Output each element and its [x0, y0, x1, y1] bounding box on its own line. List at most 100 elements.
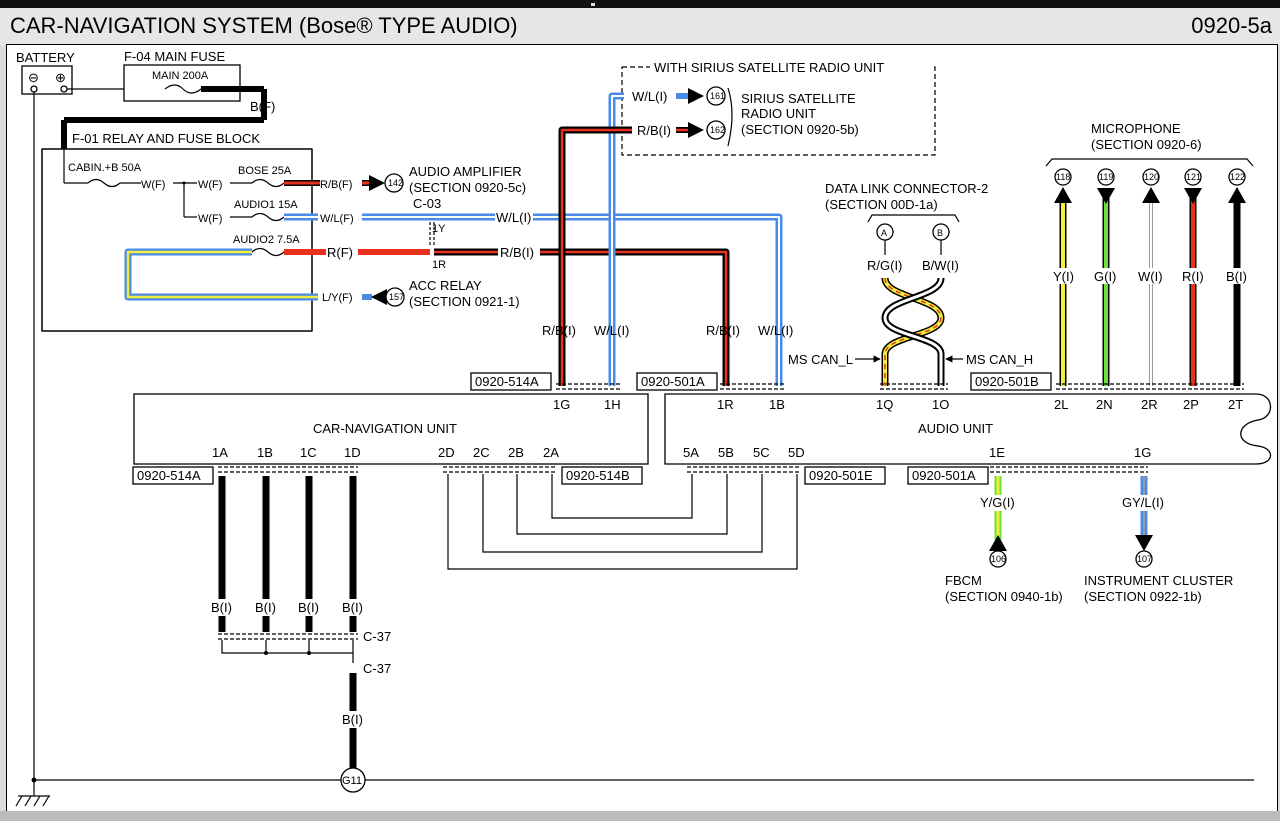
top-bezel — [0, 0, 1280, 8]
audio-bottom-connector-e: 0920-501E — [809, 468, 873, 483]
battery-terminal-plus — [60, 85, 68, 93]
fbcm-pin: 106 — [991, 554, 1006, 564]
cluster-section: (SECTION 0922-1b) — [1084, 589, 1202, 604]
fuse-bose-label: BOSE 25A — [238, 165, 292, 177]
cluster-pin: 107 — [1137, 554, 1152, 564]
audio-pin-1o: 1O — [932, 397, 949, 412]
sirius-rb-label: R/B(I) — [637, 123, 671, 138]
acc-arrow-icon — [371, 289, 387, 305]
sirius-pin-rb: 162 — [710, 125, 725, 135]
mic-pins: 118 119 120 121 122 — [1054, 168, 1246, 186]
amp-section: (SECTION 0920-5c) — [409, 180, 526, 195]
title-bar — [0, 8, 1280, 46]
main-fuse-title: F-04 MAIN FUSE — [124, 49, 225, 64]
battery-terminal-minus — [30, 85, 38, 93]
wire-lyf-label: L/Y(F) — [322, 292, 353, 304]
nav-unit-name: CAR-NAVIGATION UNIT — [313, 421, 457, 436]
acc-section: (SECTION 0921-1) — [409, 294, 520, 309]
dlc-pin-b: B — [937, 228, 943, 238]
mic-section: (SECTION 0920-6) — [1091, 137, 1202, 152]
wire-wlf-label: W/L(F) — [320, 213, 354, 225]
nav-pin-2c: 2C — [473, 445, 490, 460]
audio-1b-wire-label: W/L(I) — [758, 323, 793, 338]
audio-pin-5d: 5D — [788, 445, 805, 460]
audio-pin-2t: 2T — [1228, 397, 1243, 412]
fuse-audio2-label: AUDIO2 7.5A — [233, 234, 300, 246]
nav-bottom-connector-a: 0920-514A — [137, 468, 201, 483]
can-h-wire — [883, 277, 943, 386]
audio-pin-1b: 1B — [769, 397, 785, 412]
nav-pin-1a: 1A — [212, 445, 228, 460]
gnd-wire-1b: B(I) — [255, 600, 276, 615]
audio-unit-box — [664, 393, 1272, 465]
can-h-label: MS CAN_H — [966, 352, 1033, 367]
splice-1r-label: 1R — [432, 259, 446, 271]
link-2b-5b — [516, 474, 728, 535]
fuse-audio2-icon — [251, 247, 285, 257]
acc-pin: 157 — [389, 292, 404, 302]
fuse-audio1-label: AUDIO1 15A — [234, 199, 298, 211]
wl-wire-main — [284, 213, 783, 386]
mic-pin-118: 118 — [1056, 172, 1070, 182]
page-title: CAR-NAVIGATION SYSTEM (Bose® TYPE AUDIO) — [10, 13, 518, 38]
amp-name: AUDIO AMPLIFIER — [409, 164, 522, 179]
battery-label: BATTERY — [16, 50, 75, 65]
nav-1g-wire-label: R/B(I) — [542, 323, 576, 338]
nav-top-connector: 0920-514A — [475, 374, 539, 389]
nav-pin-1g: 1G — [553, 397, 570, 412]
nav-pin-2d: 2D — [438, 445, 455, 460]
wire-w1-label: W(F) — [141, 179, 165, 191]
gnd-connector-c37: C-37 — [363, 629, 391, 644]
mic-pin-119: 119 — [1099, 172, 1113, 182]
ground-wires — [218, 476, 357, 632]
gnd-connector-c37b: C-37 — [363, 661, 391, 676]
link-2a-5a — [551, 474, 693, 519]
audio-pin-2r: 2R — [1141, 397, 1158, 412]
audio-pin-2l: 2L — [1054, 397, 1068, 412]
acc-pin-circle — [385, 287, 405, 307]
audio-pin-1q: 1Q — [876, 397, 893, 412]
splice-1y-label: 1Y — [432, 223, 446, 235]
bottom-bezel — [0, 811, 1280, 821]
audio-pin-5c: 5C — [753, 445, 770, 460]
acc-name: ACC RELAY — [409, 278, 482, 293]
link-2d-5d — [447, 474, 798, 570]
audio-pin-1e: 1E — [989, 445, 1005, 460]
nav-pin-1c: 1C — [300, 445, 317, 460]
cluster-name: INSTRUMENT CLUSTER — [1084, 573, 1233, 588]
wire-rf-label: R(F) — [327, 245, 353, 260]
camera-dot — [591, 3, 595, 6]
sirius-rb-wire — [558, 126, 632, 386]
nav-1h-wire-label: W/L(I) — [594, 323, 629, 338]
amp-pin: 142 — [388, 178, 403, 188]
mic-wire-y: Y(I) — [1053, 269, 1074, 284]
nav-pin-2b: 2B — [508, 445, 524, 460]
sirius-wl-label: W/L(I) — [632, 89, 667, 104]
splice-rb-label: R/B(I) — [500, 245, 534, 260]
fuse-cabin-icon — [87, 178, 121, 188]
ground-icon — [15, 795, 50, 807]
sirius-section: (SECTION 0920-5b) — [741, 122, 859, 137]
amp-arrow-icon — [369, 175, 385, 191]
cluster-wire-label: GY/L(I) — [1122, 495, 1164, 510]
mic-pin-122: 122 — [1230, 172, 1245, 182]
gnd-wire-out: B(I) — [342, 712, 363, 727]
audio-pin-5a: 5A — [683, 445, 699, 460]
dlc-wire-a: R/G(I) — [867, 258, 902, 273]
nav-pin-1d: 1D — [344, 445, 361, 460]
battery-plus-icon: ⊕ — [55, 70, 66, 85]
nav-pin-2a: 2A — [543, 445, 559, 460]
sirius-frame-label: WITH SIRIUS SATELLITE RADIO UNIT — [654, 60, 884, 75]
mic-wire-r: R(I) — [1182, 269, 1204, 284]
main-fuse-box — [123, 64, 241, 102]
audio-pin-1r: 1R — [717, 397, 734, 412]
splice-wl-label: W/L(I) — [496, 210, 531, 225]
dlc-name: DATA LINK CONNECTOR-2 — [825, 181, 988, 196]
can-l-label: MS CAN_L — [788, 352, 853, 367]
main-fuse-rating: MAIN 200A — [152, 70, 209, 82]
audio-top-connector-1: 0920-501A — [641, 374, 705, 389]
audio-1r-wire-label: R/B(I) — [706, 323, 740, 338]
mic-pin-120: 120 — [1144, 172, 1159, 182]
audio-bottom-connector-a: 0920-501A — [912, 468, 976, 483]
